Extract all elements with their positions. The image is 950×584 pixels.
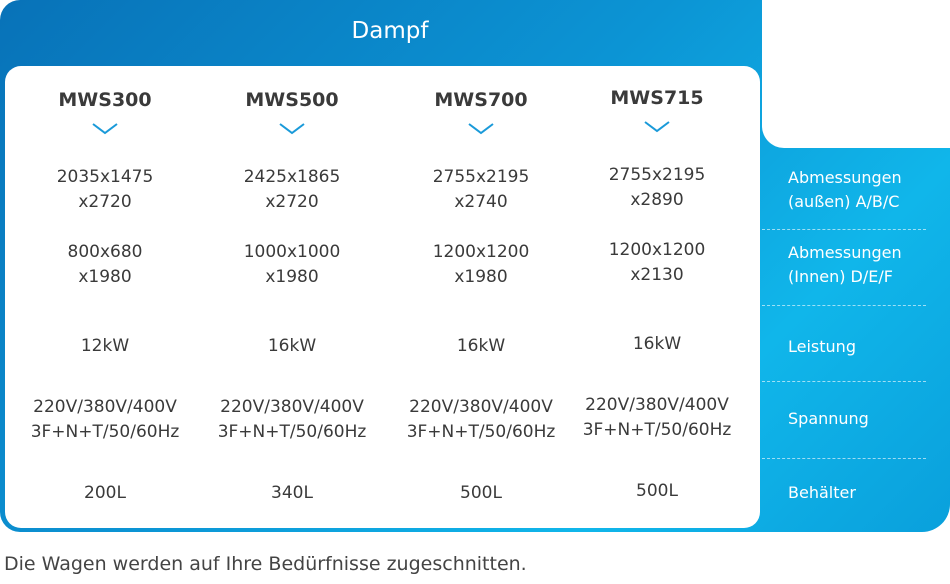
outer-dimensions: 2035x1475 x2720 [10, 165, 200, 215]
label-tank: Behälter [788, 483, 856, 502]
tank: 340L [271, 483, 313, 503]
models-card [5, 66, 760, 528]
model-name[interactable]: MWS500 [245, 89, 339, 111]
inner-dimensions: 1000x1000 x1980 [197, 240, 387, 290]
outer-dimensions: 2425x1865 x2720 [197, 165, 387, 215]
label-power: Leistung [788, 337, 856, 356]
value-line: 1200x1200 [432, 242, 530, 262]
label-inner-dimensions: Abmessungen (Innen) D/E/F [788, 241, 902, 289]
chevron-down-icon[interactable] [279, 123, 305, 135]
inner-dimensions: 1200x1200 x2130 [562, 238, 752, 288]
label-voltage: Spannung [788, 409, 869, 428]
value-line: 3F+N+T/50/60Hz [406, 422, 556, 442]
inner-dimensions: 1200x1200 x1980 [386, 240, 576, 290]
model-name[interactable]: MWS715 [610, 87, 704, 109]
label-line: (außen) A/B/C [788, 192, 900, 211]
power: 16kW [632, 334, 682, 354]
divider [762, 305, 926, 306]
label-line: Abmessungen [788, 243, 902, 262]
footer-note: Die Wagen werden auf Ihre Bedürfnisse zu… [4, 553, 527, 575]
tank: 200L [84, 483, 126, 503]
voltage: 220V/380V/400V 3F+N+T/50/60Hz [386, 395, 576, 445]
value-line: x2720 [265, 192, 319, 212]
value-line: 1200x1200 [608, 240, 706, 260]
label-outer-dimensions: Abmessungen (außen) A/B/C [788, 166, 902, 214]
outer-dimensions: 2755x2195 x2890 [562, 163, 752, 213]
voltage: 220V/380V/400V 3F+N+T/50/60Hz [197, 395, 387, 445]
value-line: x1980 [265, 267, 319, 287]
value-line: 1000x1000 [243, 242, 341, 262]
value-line: 3F+N+T/50/60Hz [30, 422, 180, 442]
value-line: x2890 [630, 190, 684, 210]
voltage: 220V/380V/400V 3F+N+T/50/60Hz [562, 393, 752, 443]
value-line: 2035x1475 [56, 167, 154, 187]
value-line: 2425x1865 [243, 167, 341, 187]
value-line: 2755x2195 [432, 167, 530, 187]
chevron-down-icon[interactable] [92, 123, 118, 135]
model-name[interactable]: MWS300 [58, 89, 152, 111]
value-line: 220V/380V/400V [585, 395, 729, 415]
inner-dimensions: 800x680 x1980 [10, 240, 200, 290]
voltage: 220V/380V/400V 3F+N+T/50/60Hz [10, 395, 200, 445]
power: 12kW [80, 336, 130, 356]
power: 16kW [456, 336, 506, 356]
notch [762, 0, 950, 148]
value-line: 800x680 [67, 242, 143, 262]
value-line: 220V/380V/400V [409, 397, 553, 417]
section-title: Dampf [351, 18, 429, 44]
divider [762, 381, 926, 382]
chevron-down-icon[interactable] [468, 123, 494, 135]
value-line: 220V/380V/400V [220, 397, 364, 417]
model-name[interactable]: MWS700 [434, 89, 528, 111]
divider [762, 229, 926, 230]
value-line: x1980 [78, 267, 132, 287]
outer-dimensions: 2755x2195 x2740 [386, 165, 576, 215]
value-line: 220V/380V/400V [33, 397, 177, 417]
tank: 500L [460, 483, 502, 503]
value-line: x2130 [630, 265, 684, 285]
value-line: 3F+N+T/50/60Hz [217, 422, 367, 442]
tank: 500L [636, 481, 678, 501]
value-line: x2740 [454, 192, 508, 212]
label-line: Abmessungen [788, 168, 902, 187]
value-line: x1980 [454, 267, 508, 287]
value-line: 3F+N+T/50/60Hz [582, 420, 732, 440]
power: 16kW [267, 336, 317, 356]
chevron-down-icon[interactable] [644, 121, 670, 133]
value-line: 2755x2195 [608, 165, 706, 185]
value-line: x2720 [78, 192, 132, 212]
divider [762, 458, 926, 459]
label-line: (Innen) D/E/F [788, 267, 893, 286]
